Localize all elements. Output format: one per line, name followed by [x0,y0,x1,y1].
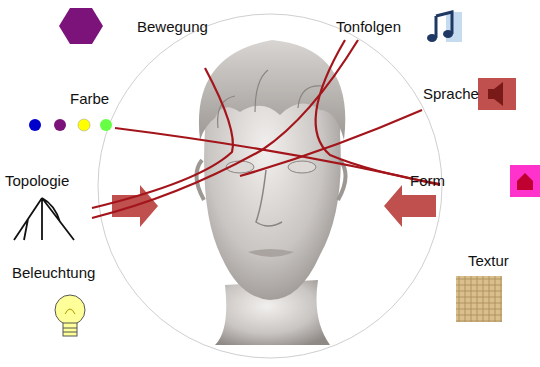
input-arrows [112,185,436,227]
bulb-icon [55,295,85,336]
house-icon [510,165,540,197]
association-lines [92,40,440,218]
feature-label: Tonfolgen [336,18,401,36]
music-icon [427,12,462,42]
feature-label: Form [410,172,445,190]
frame-circle [98,14,442,358]
feature-label: Textur [468,252,509,270]
feature-label: Sprache [423,85,479,103]
speaker-icon [478,78,516,110]
hexagon-icon [59,8,103,44]
feature-label: Topologie [5,172,69,190]
texture-swatch [456,276,502,322]
tree-icon [14,198,74,240]
feature-label: Bewegung [137,18,208,36]
color-dots [29,119,112,131]
feature-label: Beleuchtung [12,264,95,282]
feature-label: Farbe [70,90,109,108]
